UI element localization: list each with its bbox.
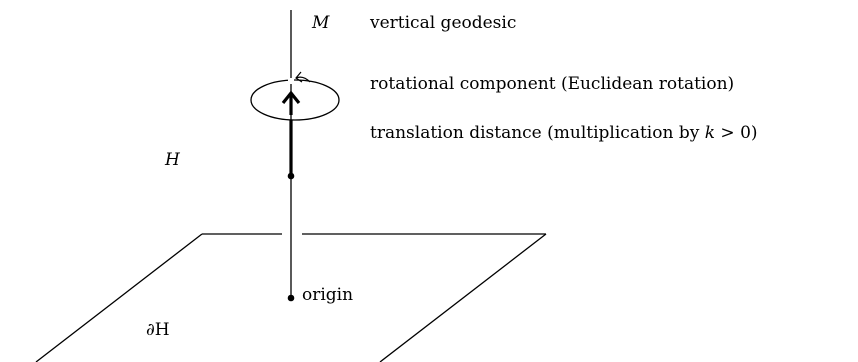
translation-prefix: translation distance (multiplication by: [370, 123, 705, 143]
label-boundary: ∂H: [146, 320, 170, 340]
translation-arrow: [281, 90, 301, 115]
label-vertical-geodesic: vertical geodesic: [370, 13, 517, 33]
translated-point: [287, 172, 295, 180]
label-translation-distance: translation distance (multiplication by …: [370, 125, 758, 142]
label-rotational-component: rotational component (Euclidean rotation…: [370, 74, 735, 94]
label-M: M: [312, 13, 330, 33]
label-H: H: [165, 150, 180, 170]
label-origin: origin: [302, 285, 354, 305]
plane-right-edge: [379, 233, 547, 362]
origin-point: [287, 294, 295, 302]
plane-left-edge: [35, 233, 203, 362]
rotation-arrow-icon: [295, 71, 311, 83]
translation-variable: k: [704, 123, 716, 143]
rotation-ellipse: [250, 79, 340, 121]
boundary-plane: [35, 233, 547, 362]
translation-suffix: > 0): [715, 123, 758, 143]
